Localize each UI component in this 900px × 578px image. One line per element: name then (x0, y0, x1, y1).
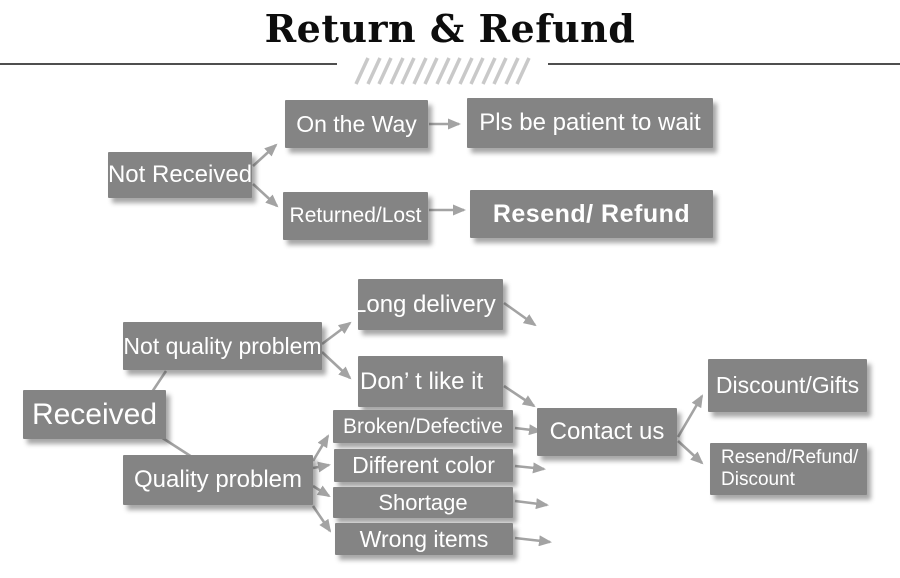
node-not-quality-problem: Not quality problem (123, 322, 322, 370)
node-resend-refund-discount: Resend/Refund/ Discount (710, 443, 867, 495)
arrow-not-received-to-on-the-way (252, 143, 278, 167)
node-long-delivery: Long delivery (358, 279, 503, 330)
arrow-wrong-items-to-contact-us (514, 535, 552, 547)
arrow-different-color-to-contact-us (514, 462, 546, 474)
node-contact-us: Contact us (537, 408, 677, 456)
arrow-not-quality-to-long-delivery (321, 321, 352, 346)
node-different-color: Different color (334, 449, 513, 482)
arrow-shortage-to-contact-us (514, 498, 549, 510)
node-quality-problem: Quality problem (123, 455, 313, 505)
node-received: Received (23, 390, 166, 439)
node-returned-lost: Returned/Lost (283, 192, 428, 240)
node-on-the-way: On the Way (285, 100, 428, 148)
arrow-contact-us-to-resend-refund-discount (677, 440, 704, 465)
node-dont-like-it: Don’ t like it (358, 356, 503, 407)
node-wrong-items: Wrong items (335, 523, 513, 555)
node-shortage: Shortage (333, 487, 513, 518)
arrow-long-delivery-out (503, 301, 537, 327)
node-discount-gifts: Discount/Gifts (708, 359, 867, 412)
node-resend-refund: Resend/ Refund (470, 190, 713, 238)
line-received-to-quality-problem (160, 435, 193, 459)
arrow-quality-to-wrong-items (311, 505, 332, 533)
node-pls-be-patient-to-wait: Pls be patient to wait (467, 98, 713, 148)
arrow-broken-defective-to-contact-us (514, 424, 542, 436)
arrow-quality-to-different-color (312, 461, 331, 473)
arrow-contact-us-to-discount-gifts (676, 394, 704, 438)
divider-hatch-marks (354, 57, 531, 85)
page-title: Return & Refund (264, 6, 636, 51)
title-divider (0, 57, 900, 85)
arrow-quality-to-shortage (312, 484, 331, 498)
line-received-to-not-quality-problem (150, 370, 168, 393)
node-not-received: Not Received (108, 152, 252, 198)
arrow-not-received-to-returned-lost (252, 183, 279, 208)
arrow-dont-like-it-to-contact-us (503, 384, 536, 408)
arrow-not-quality-to-dont-like-it (321, 351, 352, 380)
arrow-quality-to-broken-defective (311, 434, 330, 462)
node-broken-defective: Broken/Defective (333, 410, 513, 443)
